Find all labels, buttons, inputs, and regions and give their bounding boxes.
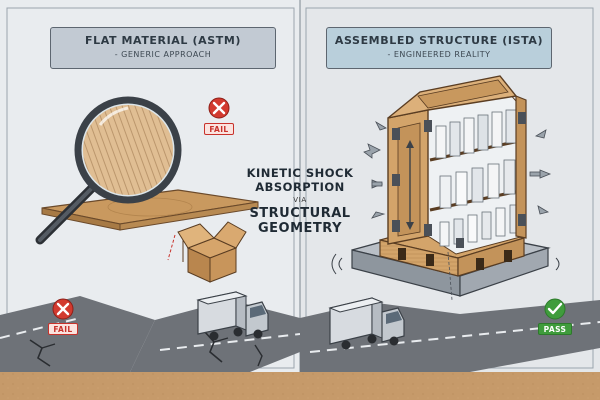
box-dashed-connector <box>167 234 176 261</box>
right-header: ASSEMBLED STRUCTURE (ISTA) - ENGINEERED … <box>326 27 552 69</box>
center-line-1: KINETIC SHOCK <box>246 166 354 180</box>
center-line-3: VIA <box>293 196 307 204</box>
fail-x-icon <box>208 97 230 119</box>
assembled-crate <box>387 75 527 255</box>
fail-x-icon-bottom <box>52 298 74 320</box>
force-arrows <box>363 120 552 219</box>
center-line-4: STRUCTURAL <box>249 206 351 221</box>
pass-badge: PASS <box>538 323 572 335</box>
fail-badge-top: FAIL <box>204 123 234 135</box>
magnifying-glass-icon <box>35 96 182 245</box>
right-header-subtitle: - ENGINEERED REALITY <box>387 50 491 59</box>
right-header-title: ASSEMBLED STRUCTURE (ISTA) <box>334 34 544 47</box>
center-line-2: ABSORPTION <box>255 180 345 194</box>
small-box-icon <box>177 221 247 283</box>
left-header-subtitle: - GENERIC APPROACH <box>114 50 212 59</box>
fail-badge-bottom: FAIL <box>48 323 78 335</box>
truck-left-icon <box>196 291 269 341</box>
crate-dashed-connector <box>447 251 453 301</box>
left-header-title: FLAT MATERIAL (ASTM) <box>85 34 241 47</box>
pass-check-icon <box>544 298 566 320</box>
center-caption: KINETIC SHOCK ABSORPTION VIA STRUCTURAL … <box>240 166 360 236</box>
left-header: FLAT MATERIAL (ASTM) - GENERIC APPROACH <box>50 27 276 69</box>
truck-right-icon <box>328 297 405 350</box>
center-line-5: GEOMETRY <box>258 221 342 236</box>
